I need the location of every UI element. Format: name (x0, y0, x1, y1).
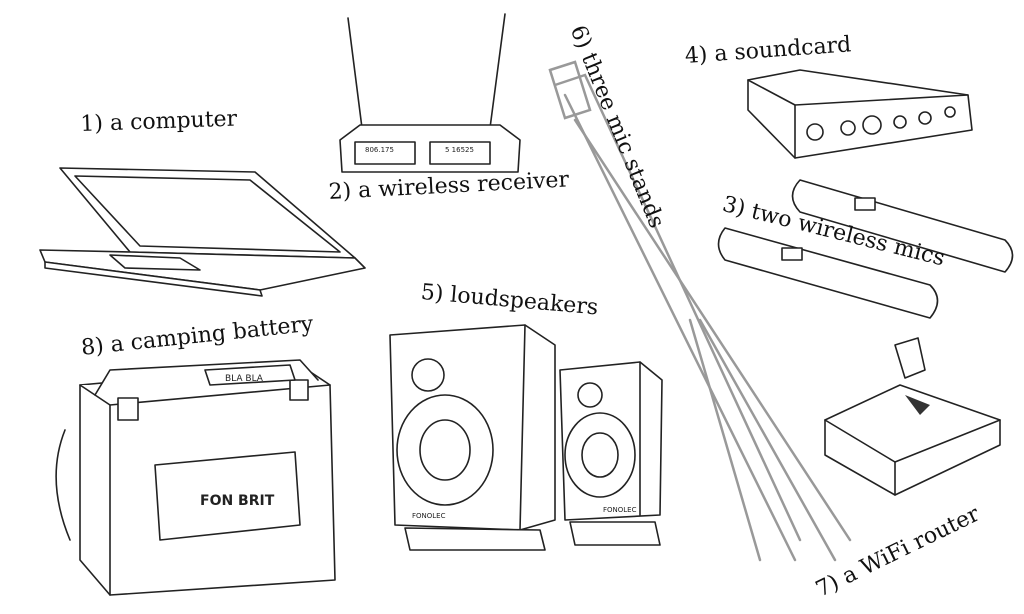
battery-brand-text: FON BRIT (200, 493, 275, 509)
mic-stands-drawing (548, 60, 852, 562)
receiver-left-readout: 806.175 (365, 146, 394, 154)
soundcard-drawing (747, 69, 973, 159)
router-drawing (824, 337, 1001, 496)
laptop-drawing (39, 167, 366, 297)
speaker-brand-left: FONOLEC (412, 512, 446, 520)
battery-drawing: BLA BLA FON BRIT (55, 359, 336, 596)
mics-drawing (717, 179, 1014, 319)
battery-top-text: BLA BLA (225, 374, 264, 384)
receiver-drawing: 806.175 5 16525 (339, 13, 521, 173)
speakers-drawing: FONOLEC FONOLEC (389, 324, 663, 551)
receiver-right-readout: 5 16525 (445, 146, 474, 154)
speaker-brand-right: FONOLEC (603, 506, 637, 514)
